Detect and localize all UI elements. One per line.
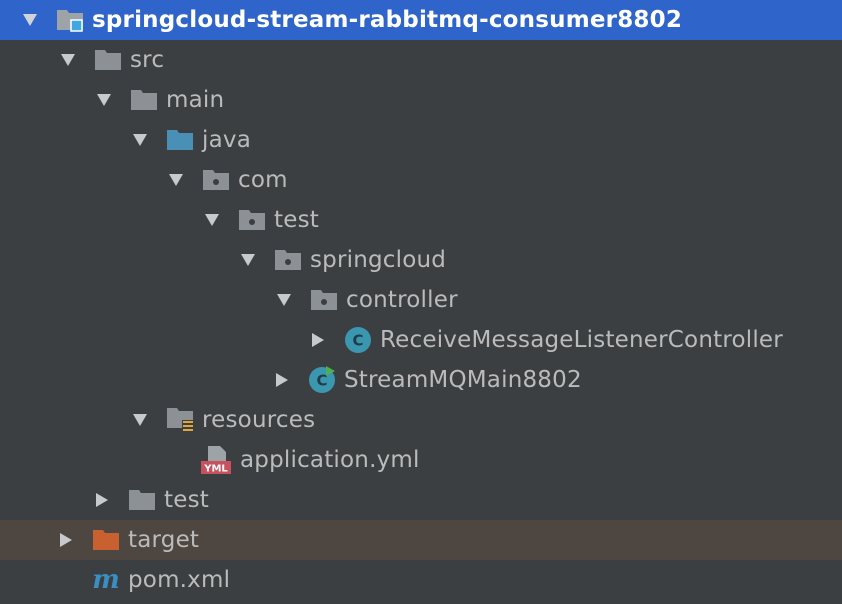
folder-icon: [130, 86, 158, 114]
folder-icon: [128, 486, 156, 514]
tree-row-main-class[interactable]: C StreamMQMain8802: [0, 360, 842, 400]
expanded-arrow-icon[interactable]: [274, 290, 294, 310]
tree-label-controller: controller: [346, 287, 458, 313]
java-main-class-icon: C: [308, 366, 336, 394]
tree-row-com[interactable]: com: [0, 160, 842, 200]
tree-label-test-package: test: [274, 207, 319, 233]
source-root-folder-icon: [166, 126, 194, 154]
tree-label-target: target: [128, 527, 200, 553]
tree-label-springcloud: springcloud: [310, 247, 447, 273]
svg-text:C: C: [352, 332, 363, 350]
yml-file-icon: YML: [200, 446, 232, 475]
tree-row-pom[interactable]: m pom.xml: [0, 560, 842, 600]
tree-row-controller[interactable]: controller: [0, 280, 842, 320]
collapsed-arrow-icon[interactable]: [56, 530, 76, 550]
expanded-arrow-icon[interactable]: [58, 50, 78, 70]
tree-row-target[interactable]: target: [0, 520, 842, 560]
tree-label-src: src: [130, 47, 165, 73]
tree-row-main[interactable]: main: [0, 80, 842, 120]
package-icon: [202, 166, 230, 194]
svg-text:C: C: [316, 372, 327, 390]
tree-row-java[interactable]: java: [0, 120, 842, 160]
expanded-arrow-icon[interactable]: [94, 90, 114, 110]
package-icon: [238, 206, 266, 234]
collapsed-arrow-icon[interactable]: [272, 370, 292, 390]
java-class-icon: C: [344, 326, 372, 354]
tree-row-test-dir[interactable]: test: [0, 480, 842, 520]
tree-label-root: springcloud-stream-rabbitmq-consumer8802: [92, 7, 683, 33]
tree-label-pom: pom.xml: [128, 567, 231, 593]
tree-row-application-yml[interactable]: YML application.yml: [0, 440, 842, 480]
expanded-arrow-icon[interactable]: [166, 170, 186, 190]
tree-label-main: main: [166, 87, 225, 113]
excluded-folder-icon: [92, 526, 120, 554]
collapsed-arrow-icon[interactable]: [92, 490, 112, 510]
tree-row-resources[interactable]: resources: [0, 400, 842, 440]
expanded-arrow-icon[interactable]: [202, 210, 222, 230]
folder-icon: [94, 46, 122, 74]
tree-label-resources: resources: [202, 407, 316, 433]
expanded-arrow-icon[interactable]: [238, 250, 258, 270]
module-folder-icon: [56, 6, 84, 34]
yml-badge: YML: [203, 464, 228, 475]
tree-label-java: java: [202, 127, 251, 153]
tree-row-springcloud[interactable]: springcloud: [0, 240, 842, 280]
tree-row-listener-class[interactable]: C ReceiveMessageListenerController: [0, 320, 842, 360]
tree-row-src[interactable]: src: [0, 40, 842, 80]
collapsed-arrow-icon[interactable]: [308, 330, 328, 350]
tree-label-test-dir: test: [164, 487, 209, 513]
package-icon: [274, 246, 302, 274]
maven-icon: m: [92, 566, 120, 594]
tree-row-root[interactable]: springcloud-stream-rabbitmq-consumer8802: [0, 0, 842, 40]
expanded-arrow-icon[interactable]: [130, 410, 150, 430]
tree-label-listener-class: ReceiveMessageListenerController: [380, 327, 783, 353]
tree-label-com: com: [238, 167, 288, 193]
tree-row-test-package[interactable]: test: [0, 200, 842, 240]
tree-label-main-class: StreamMQMain8802: [344, 367, 582, 393]
tree-label-application-yml: application.yml: [240, 447, 420, 473]
maven-badge: m: [92, 565, 120, 595]
expanded-arrow-icon[interactable]: [20, 10, 40, 30]
expanded-arrow-icon[interactable]: [130, 130, 150, 150]
package-icon: [310, 286, 338, 314]
resources-folder-icon: [166, 406, 194, 434]
